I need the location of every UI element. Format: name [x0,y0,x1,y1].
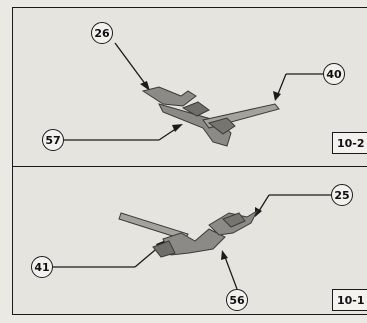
figure-panel-bottom: 25 41 56 10-1 [12,166,367,315]
callout-25: 25 [331,184,353,206]
figure-panel-top: 26 40 57 10-2 [12,7,367,168]
callout-57: 57 [42,129,64,151]
part-illustration-top [64,42,323,147]
figure-number: 10-1 [332,289,367,311]
callout-40: 40 [323,63,345,85]
part-illustration-bottom [53,194,331,290]
callout-41: 41 [31,256,53,278]
callout-26: 26 [91,22,113,44]
callout-56: 56 [226,289,248,311]
figure-number: 10-2 [332,132,367,154]
